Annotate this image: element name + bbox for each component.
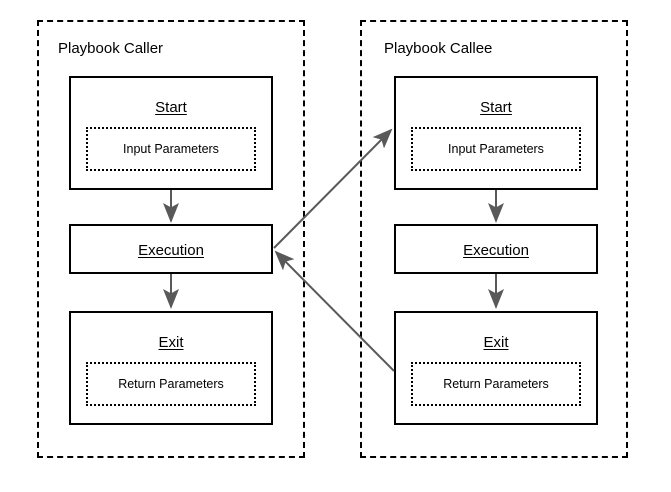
param-label-callee-input: Input Parameters xyxy=(448,141,544,156)
node-callee-start[interactable]: Start Input Parameters xyxy=(394,76,598,190)
node-callee-exit-title: Exit xyxy=(483,334,509,351)
node-callee-start-title: Start xyxy=(480,99,512,116)
node-caller-exit-title: Exit xyxy=(158,334,184,351)
node-caller-start[interactable]: Start Input Parameters xyxy=(69,76,273,190)
swimlane-callee-label: Playbook Callee xyxy=(384,40,493,57)
node-callee-execution-title: Execution xyxy=(463,242,529,259)
node-caller-execution[interactable]: Execution xyxy=(69,224,273,274)
node-caller-start-title: Start xyxy=(155,99,187,116)
param-box-callee-input: Input Parameters xyxy=(411,127,581,171)
param-box-caller-return: Return Parameters xyxy=(86,362,256,406)
param-label-callee-return: Return Parameters xyxy=(443,376,549,391)
swimlane-caller-label: Playbook Caller xyxy=(58,40,164,57)
param-box-caller-input: Input Parameters xyxy=(86,127,256,171)
node-callee-exit[interactable]: Exit Return Parameters xyxy=(394,311,598,425)
param-label-caller-input: Input Parameters xyxy=(123,141,219,156)
param-box-callee-return: Return Parameters xyxy=(411,362,581,406)
node-callee-execution[interactable]: Execution xyxy=(394,224,598,274)
node-caller-exit[interactable]: Exit Return Parameters xyxy=(69,311,273,425)
param-label-caller-return: Return Parameters xyxy=(118,376,224,391)
node-caller-execution-title: Execution xyxy=(138,242,204,259)
